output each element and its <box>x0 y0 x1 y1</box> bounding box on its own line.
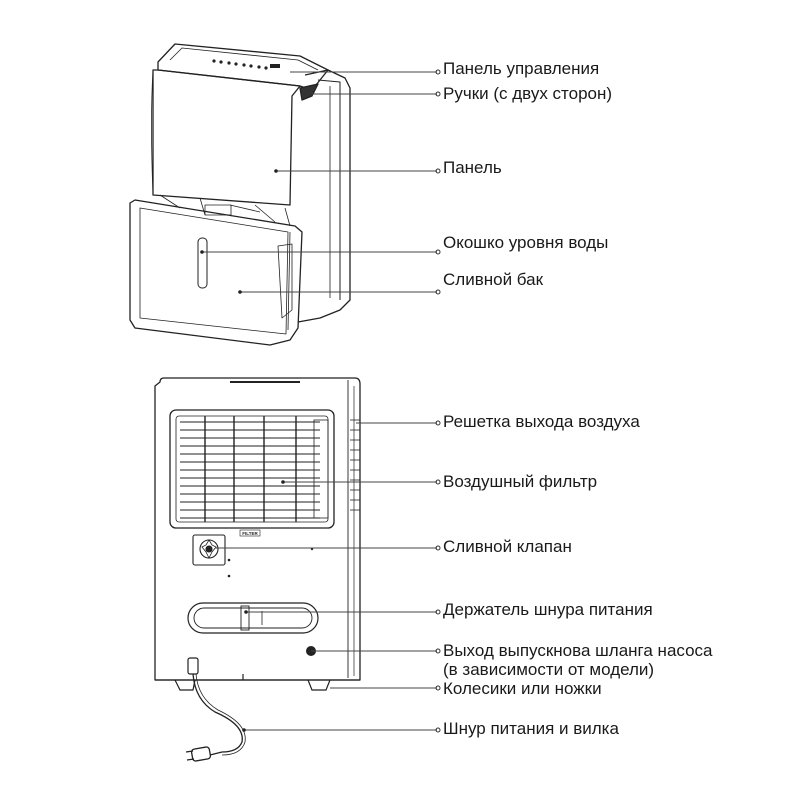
back-leader-dots <box>435 420 441 733</box>
cord-holder <box>187 602 319 634</box>
label-wheels: Колесики или ножки <box>443 679 602 698</box>
label-air-filter: Воздушный фильтр <box>443 472 598 491</box>
control-buttons <box>212 59 280 70</box>
label-air-outlet-grille: Решетка выхода воздуха <box>443 412 640 431</box>
front-leader-lines <box>202 71 437 293</box>
back-leader-lines <box>215 422 437 731</box>
label-handles: Ручки (с двух сторон) <box>443 84 613 103</box>
label-control-panel: Панель управления <box>443 59 600 78</box>
base-wheels <box>155 657 360 691</box>
filter-tag: FILTER <box>242 531 258 536</box>
drain-valve <box>192 534 226 566</box>
label-drain-bucket: Сливной бак <box>443 270 544 289</box>
air-grille <box>180 416 329 522</box>
label-water-window: Окошко уровня воды <box>443 233 609 252</box>
label-pump-outlet-note: (в зависимости от модели) <box>443 660 655 679</box>
label-pump-outlet: Выход выпускнова шланга насоса <box>443 641 713 660</box>
front-view-device <box>129 43 351 346</box>
label-panel: Панель <box>443 158 502 177</box>
label-power-cord: Шнур питания и вилка <box>443 719 619 738</box>
power-cord-plug <box>185 673 246 762</box>
label-cord-holder: Держатель шнура питания <box>443 600 653 619</box>
back-view-device <box>154 377 361 681</box>
front-leader-dots <box>435 69 441 295</box>
label-drain-valve: Сливной клапан <box>443 537 572 556</box>
